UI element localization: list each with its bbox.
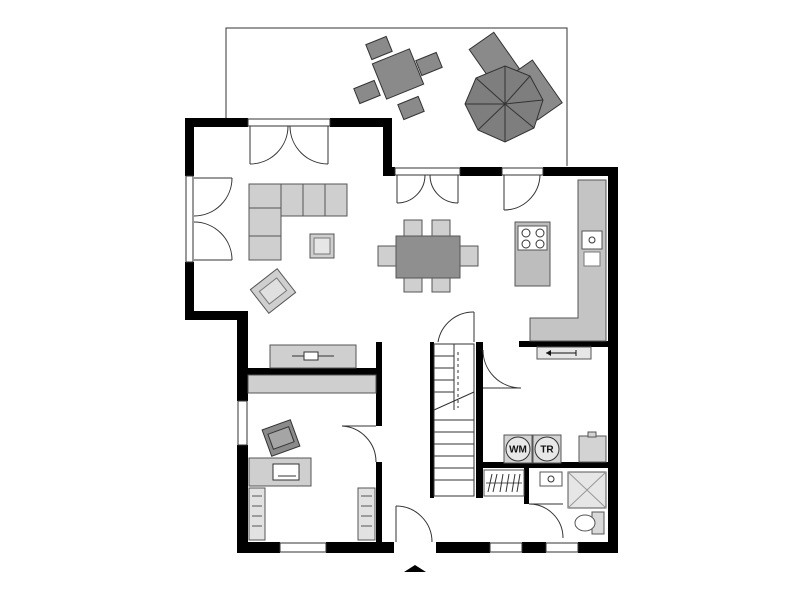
wc-sink xyxy=(539,471,563,487)
kitchen-island xyxy=(514,221,551,287)
staircase xyxy=(433,343,475,497)
kitchen-counter xyxy=(529,179,607,342)
entrance-arrow-icon xyxy=(404,565,426,572)
terrace xyxy=(225,27,568,166)
armchair xyxy=(249,268,297,314)
exterior-walls xyxy=(185,118,618,553)
wardrobe xyxy=(483,469,525,497)
coffee-table xyxy=(309,233,335,259)
washing-machine: WM xyxy=(503,434,533,464)
stair-arrow-icon xyxy=(546,350,577,356)
office-chair xyxy=(261,419,301,457)
office-cabinets xyxy=(248,487,376,541)
washing-machine-label: WM xyxy=(509,445,527,456)
utility-sink xyxy=(578,431,607,463)
sideboard xyxy=(269,344,357,369)
garden-table-set xyxy=(353,35,443,121)
dryer: TR xyxy=(532,434,562,464)
interior-walls xyxy=(246,341,612,546)
windows xyxy=(185,118,579,553)
door-swings xyxy=(193,125,564,543)
office-shelf xyxy=(247,374,377,394)
desk xyxy=(248,457,312,487)
dryer-label: TR xyxy=(540,445,554,456)
toilet xyxy=(574,511,605,535)
dining-table xyxy=(377,219,479,293)
shower xyxy=(567,471,607,509)
sofa xyxy=(248,183,348,261)
parasol xyxy=(464,31,563,143)
